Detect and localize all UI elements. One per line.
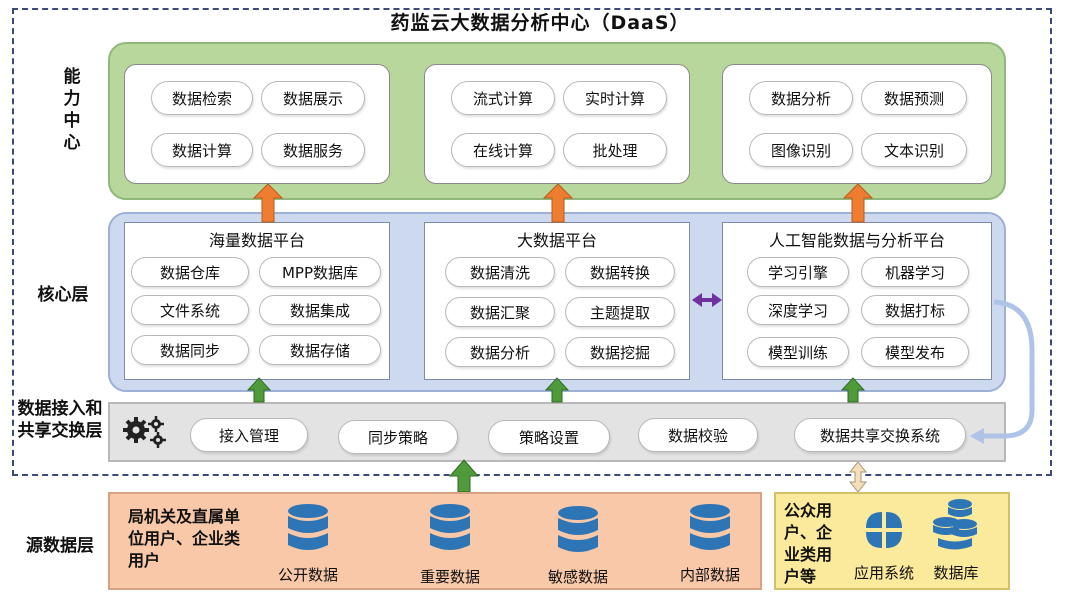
gears-icon — [123, 416, 166, 448]
pill-data-analysis: 数据分析 — [749, 81, 853, 115]
database-icon — [690, 504, 730, 550]
pill-data-labeling: 数据打标 — [861, 295, 969, 325]
pill-strategy-setting: 策略设置 — [488, 420, 610, 454]
pill-data-storage: 数据存储 — [259, 335, 381, 365]
pill-data-display: 数据展示 — [261, 81, 365, 115]
pill-topic-extract: 主题提取 — [565, 297, 675, 327]
database-stack-icon — [933, 499, 977, 550]
core-box-massive-data: 海量数据平台 数据仓库 MPP数据库 文件系统 数据集成 数据同步 数据存储 — [124, 222, 390, 380]
pill-data-aggregate: 数据汇聚 — [445, 297, 555, 327]
pill-stream-compute: 流式计算 — [451, 81, 555, 115]
pill-data-transform: 数据转换 — [565, 257, 675, 287]
side-label-access: 数据接入和共享交换层 — [17, 399, 103, 441]
db-label-important: 重要数据 — [419, 568, 480, 586]
side-label-source: 源数据层 — [26, 536, 94, 556]
pill-data-integration: 数据集成 — [259, 295, 381, 325]
pill-data-compute: 数据计算 — [151, 133, 253, 167]
pill-deep-learning: 深度学习 — [747, 295, 849, 325]
core-title: 海量数据平台 — [208, 231, 305, 250]
database-icon — [558, 506, 598, 552]
capability-box-1: 数据检索 数据展示 数据计算 数据服务 — [124, 64, 390, 184]
pill-data-service: 数据服务 — [261, 133, 365, 167]
pill-model-publish: 模型发布 — [861, 337, 969, 367]
public-users-label: 公众用户、企业类用户等 — [784, 501, 833, 586]
database-icon — [430, 504, 470, 550]
db-label-internal: 内部数据 — [679, 566, 740, 584]
core-box-ai-platform: 人工智能数据与分析平台 学习引擎 机器学习 深度学习 数据打标 模型训练 模型发… — [722, 222, 992, 380]
pill-learning-engine: 学习引擎 — [747, 257, 849, 287]
pill-mpp-db: MPP数据库 — [259, 257, 381, 287]
daas-frame — [12, 8, 1052, 476]
capability-box-3: 数据分析 数据预测 图像识别 文本识别 — [722, 64, 992, 184]
capability-box-2: 流式计算 实时计算 在线计算 批处理 — [424, 64, 690, 184]
pill-text-recognition: 文本识别 — [861, 133, 967, 167]
app-system-icon — [866, 512, 902, 548]
pill-realtime-compute: 实时计算 — [563, 81, 667, 115]
pill-file-system: 文件系统 — [131, 295, 249, 325]
pill-data-validation: 数据校验 — [638, 418, 758, 452]
side-label-core: 核心层 — [37, 285, 89, 305]
pill-data-exchange-system: 数据共享交换系统 — [794, 418, 966, 452]
pill-data-warehouse: 数据仓库 — [131, 257, 249, 287]
pill-data-mining: 数据挖掘 — [565, 337, 675, 367]
page-title: 药监云大数据分析中心（DaaS） — [390, 12, 690, 34]
pill-data-cleaning: 数据清洗 — [445, 257, 555, 287]
core-box-big-data: 大数据平台 数据清洗 数据转换 数据汇聚 主题提取 数据分析 数据挖掘 — [424, 222, 690, 380]
pill-machine-learning: 机器学习 — [861, 257, 969, 287]
public-item-database: 数据库 — [933, 564, 979, 582]
side-label-capability: 能力中心 — [63, 67, 81, 153]
pill-data-analysis-core: 数据分析 — [445, 337, 555, 367]
source-users-label: 局机关及直属单位用户、企业类用户 — [128, 507, 241, 570]
db-label-public: 公开数据 — [277, 566, 338, 584]
database-icon — [288, 504, 328, 550]
pill-model-training: 模型训练 — [747, 337, 849, 367]
core-title: 人工智能数据与分析平台 — [768, 231, 945, 250]
pill-data-search: 数据检索 — [151, 81, 253, 115]
db-label-sensitive: 敏感数据 — [547, 568, 608, 586]
core-title: 大数据平台 — [516, 231, 597, 250]
pill-online-compute: 在线计算 — [451, 133, 555, 167]
pill-image-recognition: 图像识别 — [749, 133, 853, 167]
pill-data-predict: 数据预测 — [861, 81, 967, 115]
pill-data-sync: 数据同步 — [131, 335, 249, 365]
public-item-app-system: 应用系统 — [853, 564, 914, 582]
pill-sync-strategy: 同步策略 — [338, 420, 458, 454]
pill-access-management: 接入管理 — [190, 418, 308, 452]
pill-batch: 批处理 — [563, 133, 667, 167]
